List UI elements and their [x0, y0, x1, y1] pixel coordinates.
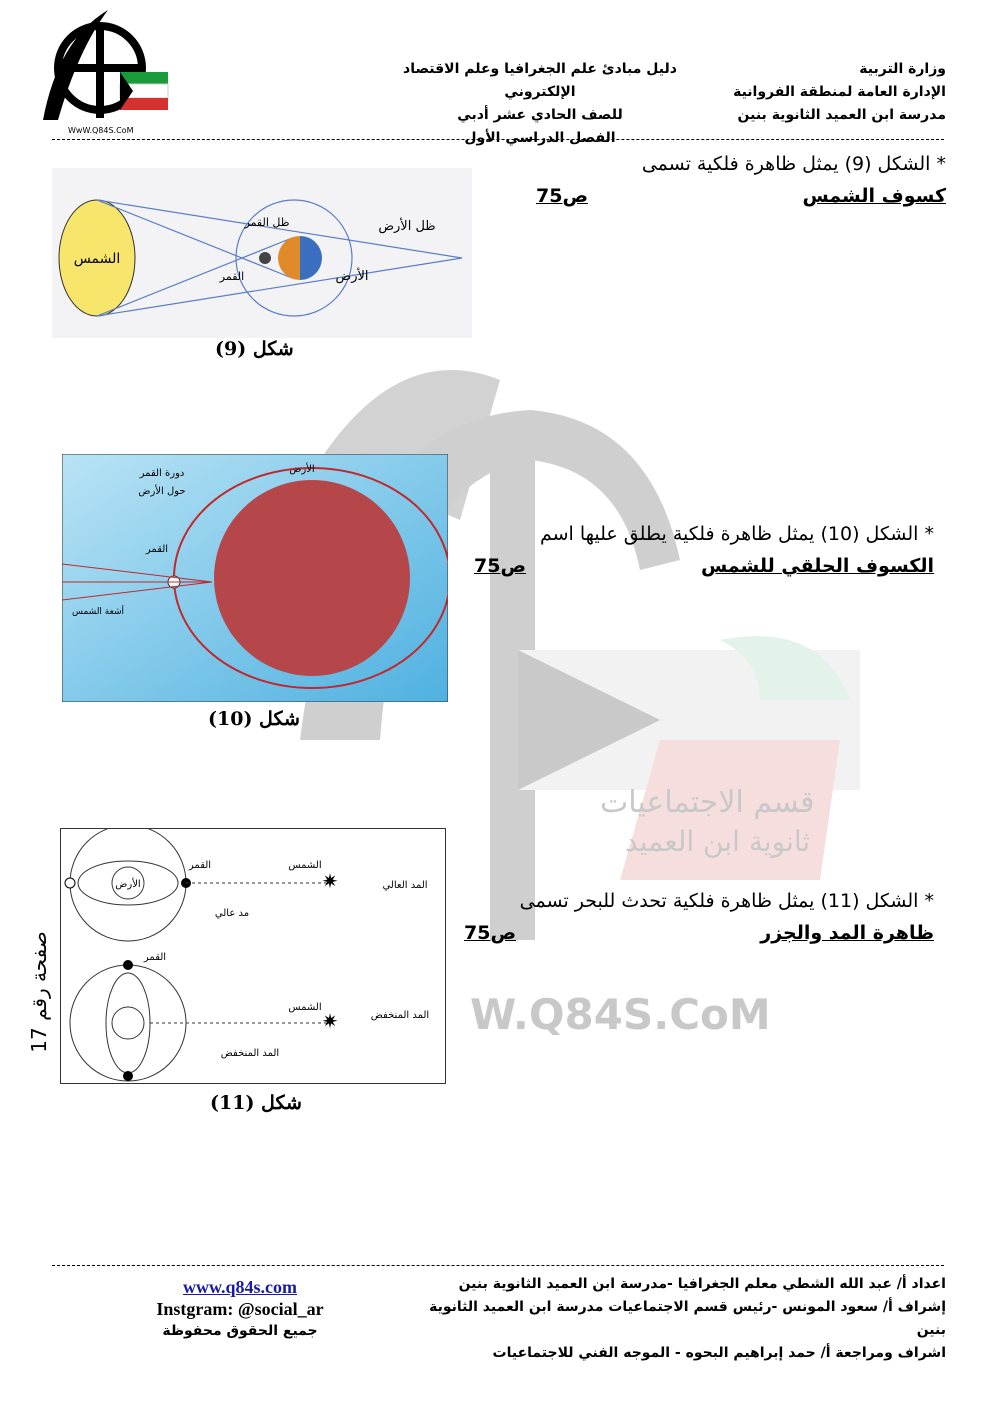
- question-11: * الشكل (11) يمثل ظاهرة فلكية تحدث للبحر…: [464, 885, 934, 949]
- label-high: مد عالي: [215, 908, 249, 919]
- header-ministry: وزارة التربية الإدارة العامة لمنطقة الفر…: [686, 58, 946, 127]
- header-center-line: الفصل الدراسي الأول: [464, 130, 616, 146]
- label-moon-shadow: ظل القمر: [244, 216, 290, 229]
- label-moon: القمر: [219, 270, 244, 283]
- label-rays: أشعة الشمس: [72, 605, 124, 617]
- label-sun-2: الشمس: [288, 1002, 321, 1013]
- page-ref: ص75: [536, 185, 589, 207]
- credit-line: اعداد أ/ عبد الله الشطي معلم الجغرافيا -…: [458, 1276, 946, 1292]
- footer-credits: اعداد أ/ عبد الله الشطي معلم الجغرافيا -…: [406, 1273, 946, 1365]
- label-moon-2: القمر: [143, 952, 166, 963]
- credit-line: إشراف أ/ سعود المونس -رئيس قسم الاجتماعي…: [429, 1299, 946, 1338]
- label-low-tide-2: المد المنخفض: [221, 1048, 279, 1059]
- svg-text:✷: ✷: [322, 869, 339, 893]
- logo-text: WwW.Q84S.CoM: [68, 126, 134, 135]
- label-moon: القمر: [145, 544, 168, 555]
- figure-11-tides: ✷ ✷ القمر الشمس المد العالي مد عالي الأر…: [60, 828, 446, 1084]
- label-low-tide: المد المنخفض: [371, 1010, 429, 1021]
- page-ref: ص75: [474, 555, 527, 577]
- label-earth: الأرض: [289, 462, 314, 475]
- question-text: * الشكل (9) يمثل ظاهرة فلكية تسمى: [641, 153, 946, 175]
- figure-10-annular-eclipse: دورة القمر حول الأرض الأرض القمر أشعة ال…: [62, 454, 448, 702]
- question-10: * الشكل (10) يمثل ظاهرة فلكية يطلق عليها…: [474, 518, 934, 582]
- label-orbit: دورة القمر: [139, 468, 185, 479]
- footer-divider: [52, 1265, 944, 1266]
- label-high-tide: المد العالي: [382, 880, 427, 891]
- label-sun: الشمس: [74, 251, 121, 267]
- header-center-line: دليل مبادئ علم الجغرافيا وعلم الاقتصاد ا…: [403, 61, 677, 100]
- question-answer: كسوف الشمس: [802, 185, 946, 207]
- rights-text: جميع الحقوق محفوظة: [162, 1323, 318, 1339]
- figure-9-solar-eclipse: الشمس القمر ظل القمر الأرض ظل الأرض: [52, 168, 472, 338]
- label-earth-shadow: ظل الأرض: [378, 217, 435, 234]
- question-answer: الكسوف الحلقي للشمس: [700, 555, 934, 577]
- question-text: * الشكل (11) يمثل ظاهرة فلكية تحدث للبحر…: [519, 890, 934, 912]
- answer-row: كسوف الشمس ص75: [536, 180, 946, 212]
- label-sun: الشمس: [288, 860, 321, 871]
- question-text: * الشكل (10) يمثل ظاهرة فلكية يطلق عليها…: [539, 523, 934, 545]
- website-link[interactable]: www.q84s.com: [182, 1277, 297, 1297]
- page-number: صفحة رقم 17: [27, 931, 51, 1053]
- question-answer: ظاهرة المد والجزر: [760, 922, 934, 944]
- answer-row: الكسوف الحلقي للشمس ص75: [474, 550, 934, 582]
- figure-9-caption: شكل (9): [215, 338, 294, 360]
- header-center-line: للصف الحادي عشر أدبي: [457, 107, 623, 123]
- header-right-line: الإدارة العامة لمنطقة الفروانية: [733, 84, 946, 100]
- watermark-logo: [300, 370, 860, 940]
- credit-line: اشراف ومراجعة أ/ حمد إبراهيم البحوه - ال…: [492, 1345, 946, 1361]
- label-moon: القمر: [188, 860, 211, 871]
- header-course: دليل مبادئ علم الجغرافيا وعلم الاقتصاد ا…: [370, 58, 710, 150]
- instagram-handle: Instgram: @social_ar: [156, 1299, 324, 1319]
- header-right-line: مدرسة ابن العميد الثانوية بنين: [737, 107, 946, 123]
- label-earth: الأرض: [115, 877, 140, 890]
- watermark-site: W.Q84S.CoM: [470, 990, 771, 1039]
- site-logo: [43, 10, 169, 120]
- watermark-line2: ثانوية ابن العميد: [625, 825, 811, 858]
- figure-10-caption: شكل (10): [208, 708, 300, 730]
- header-right-line: وزارة التربية: [859, 61, 946, 77]
- page-ref: ص75: [464, 922, 517, 944]
- answer-row: ظاهرة المد والجزر ص75: [464, 917, 934, 949]
- figure-11-caption: شكل (11): [210, 1092, 302, 1114]
- watermark-line1: قسم الاجتماعيات: [600, 785, 815, 820]
- header-divider: [52, 139, 944, 140]
- question-9: * الشكل (9) يمثل ظاهرة فلكية تسمى كسوف ا…: [536, 148, 946, 212]
- label-orbit-2: حول الأرض: [138, 484, 185, 497]
- svg-text:✷: ✷: [322, 1009, 339, 1033]
- footer-links: www.q84s.com Instgram: @social_ar جميع ا…: [120, 1276, 360, 1342]
- label-earth: الأرض: [335, 267, 368, 284]
